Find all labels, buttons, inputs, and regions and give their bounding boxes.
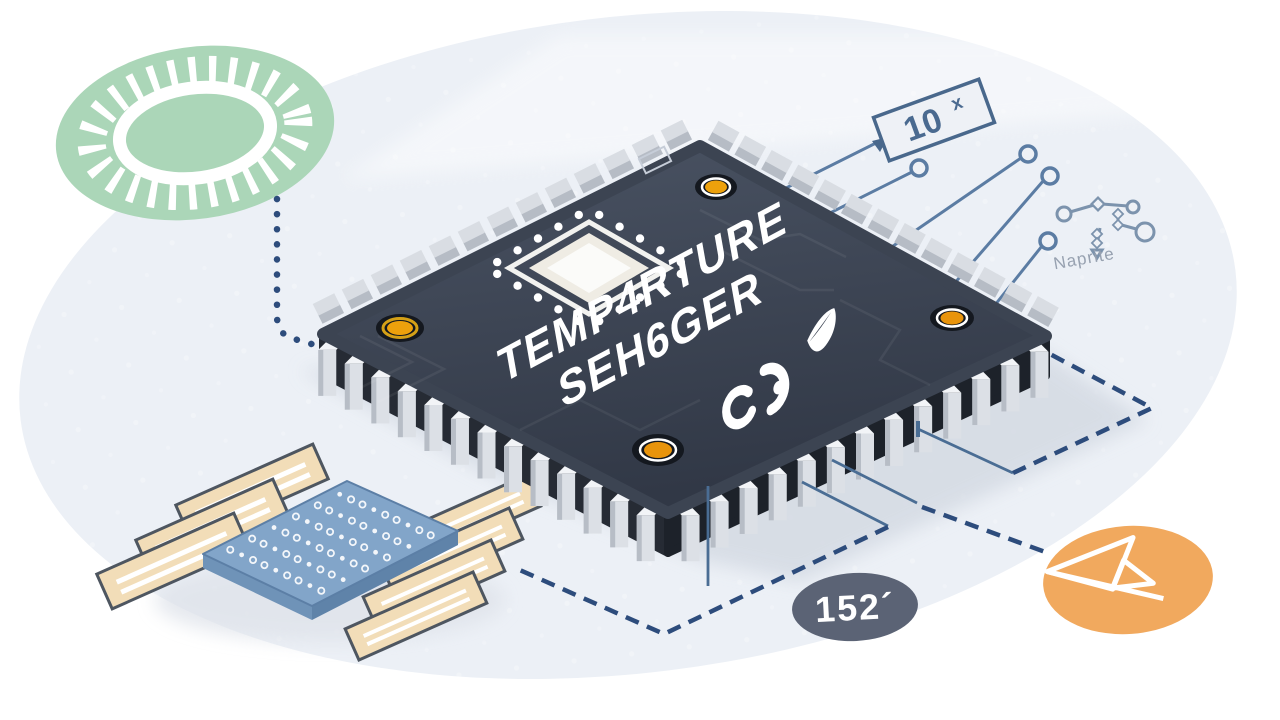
ghost-pad-outline	[637, 145, 673, 175]
chip-pads-top-right	[707, 120, 1059, 327]
dashed-zigzag-bottom	[512, 524, 889, 637]
plate-pads-left	[94, 442, 331, 611]
chip-pad	[974, 266, 1006, 298]
chip-traces	[359, 208, 931, 432]
chip-pad	[1027, 296, 1059, 327]
chip-die	[493, 210, 685, 326]
chip-pad	[920, 237, 953, 269]
chip-pad	[947, 252, 980, 284]
plate-side	[203, 554, 312, 620]
multiplier-box: 10 x	[871, 76, 997, 164]
chip-pad	[761, 149, 793, 181]
sensor-plate	[94, 442, 543, 662]
orange-triangle-icon	[1043, 525, 1213, 635]
chip-pin	[530, 452, 557, 507]
die-center	[547, 243, 631, 293]
chip-pad	[515, 192, 548, 223]
temperature-badge: 152´	[792, 572, 918, 642]
corner-hole	[632, 434, 684, 466]
chip-pad	[840, 193, 873, 225]
chip-pad	[312, 293, 345, 324]
chip-pad	[457, 220, 490, 252]
chip-pins-bottom-left	[318, 341, 663, 562]
corner-hole	[376, 314, 424, 342]
brand-logo-icon	[722, 308, 836, 430]
corner-hole	[930, 305, 974, 331]
chip-pad	[734, 135, 767, 167]
node-circle	[909, 158, 929, 178]
chip-pad	[867, 208, 900, 240]
leaf-icon	[807, 308, 836, 352]
die-frame	[503, 219, 675, 317]
chip-pad	[573, 163, 606, 194]
chip-pad	[894, 223, 926, 254]
node-circle	[1040, 166, 1060, 186]
chip-pad	[370, 264, 403, 295]
green-ring-icon	[55, 45, 335, 221]
chip-pad	[707, 120, 740, 152]
molecule-icon	[1055, 196, 1156, 261]
blob-highlight	[340, 35, 1250, 180]
die-dot-ring	[493, 210, 685, 326]
chip-pad	[660, 119, 693, 151]
plate-top	[202, 480, 459, 607]
chip-pin	[731, 479, 758, 534]
chip-pad	[428, 235, 461, 266]
temperature-sensor-chip: TEMP4RTURE SEH6GER	[312, 119, 1059, 562]
corner-hole	[695, 174, 737, 200]
chip-pad	[1000, 281, 1033, 313]
chip-pad	[399, 249, 432, 281]
node-circle	[1038, 231, 1058, 251]
chip-pad	[341, 278, 374, 310]
chip-pad	[787, 164, 820, 196]
temperature-badge-value: 152´	[814, 585, 896, 630]
chip-pad	[814, 179, 846, 211]
node-circle	[1018, 144, 1038, 164]
dashed-chevron-right	[1012, 351, 1158, 476]
chip-top-face	[317, 140, 1052, 519]
chip-pad	[544, 177, 577, 209]
plate-side	[312, 531, 458, 620]
routing-lines	[512, 351, 1158, 637]
plate-dot-grid	[226, 491, 435, 595]
chip-pad	[602, 148, 635, 180]
chip-pad	[486, 206, 519, 237]
